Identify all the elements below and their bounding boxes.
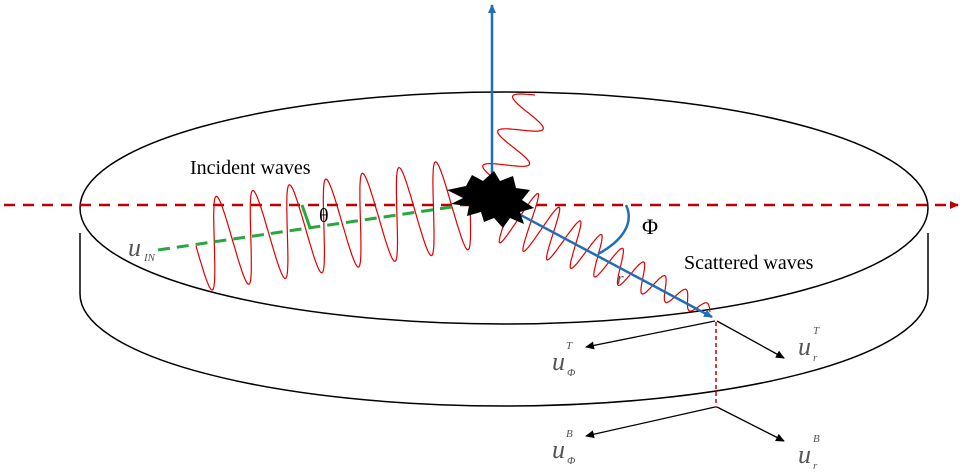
u-r-bottom-arrow: [716, 406, 785, 442]
svg-text:IN: IN: [143, 252, 156, 264]
svg-text:u: u: [798, 332, 811, 361]
phi-arc: [597, 204, 630, 256]
theta-label: θ: [319, 205, 329, 227]
scattered-waves-label: Scattered waves: [684, 252, 814, 274]
svg-text:B: B: [566, 428, 573, 440]
theta-arc: [300, 204, 312, 229]
svg-text:Φ: Φ: [567, 367, 576, 379]
u-r-top-arrow: [716, 320, 785, 359]
u-r-bottom-label: u B r: [798, 433, 820, 472]
u-phi-bottom-arrow: [585, 406, 716, 439]
svg-text:T: T: [813, 325, 820, 337]
r-label: r: [617, 269, 624, 288]
u-phi-top-label: u T Φ: [552, 340, 576, 379]
svg-text:T: T: [566, 340, 573, 352]
svg-text:u: u: [128, 233, 141, 262]
u-r-top-label: u T r: [798, 325, 820, 364]
incident-direction-line: [157, 205, 453, 252]
radial-arrow-r: [499, 202, 713, 319]
svg-text:u: u: [552, 435, 565, 464]
u-phi-bottom-label: u B Φ: [552, 428, 576, 467]
svg-text:B: B: [813, 433, 820, 445]
svg-text:r: r: [813, 460, 818, 472]
u-phi-top-arrow: [585, 320, 716, 350]
svg-text:u: u: [798, 440, 811, 469]
incident-wave: [195, 161, 472, 291]
u-in-label: u IN: [128, 233, 156, 264]
svg-text:u: u: [552, 347, 565, 376]
phi-label: Φ: [642, 214, 658, 239]
svg-text:r: r: [813, 352, 818, 364]
scatterer-starburst: [447, 171, 534, 228]
plate-bottom-edge: [79, 233, 929, 407]
svg-text:Φ: Φ: [567, 455, 576, 467]
incident-waves-label: Incident waves: [190, 157, 311, 179]
